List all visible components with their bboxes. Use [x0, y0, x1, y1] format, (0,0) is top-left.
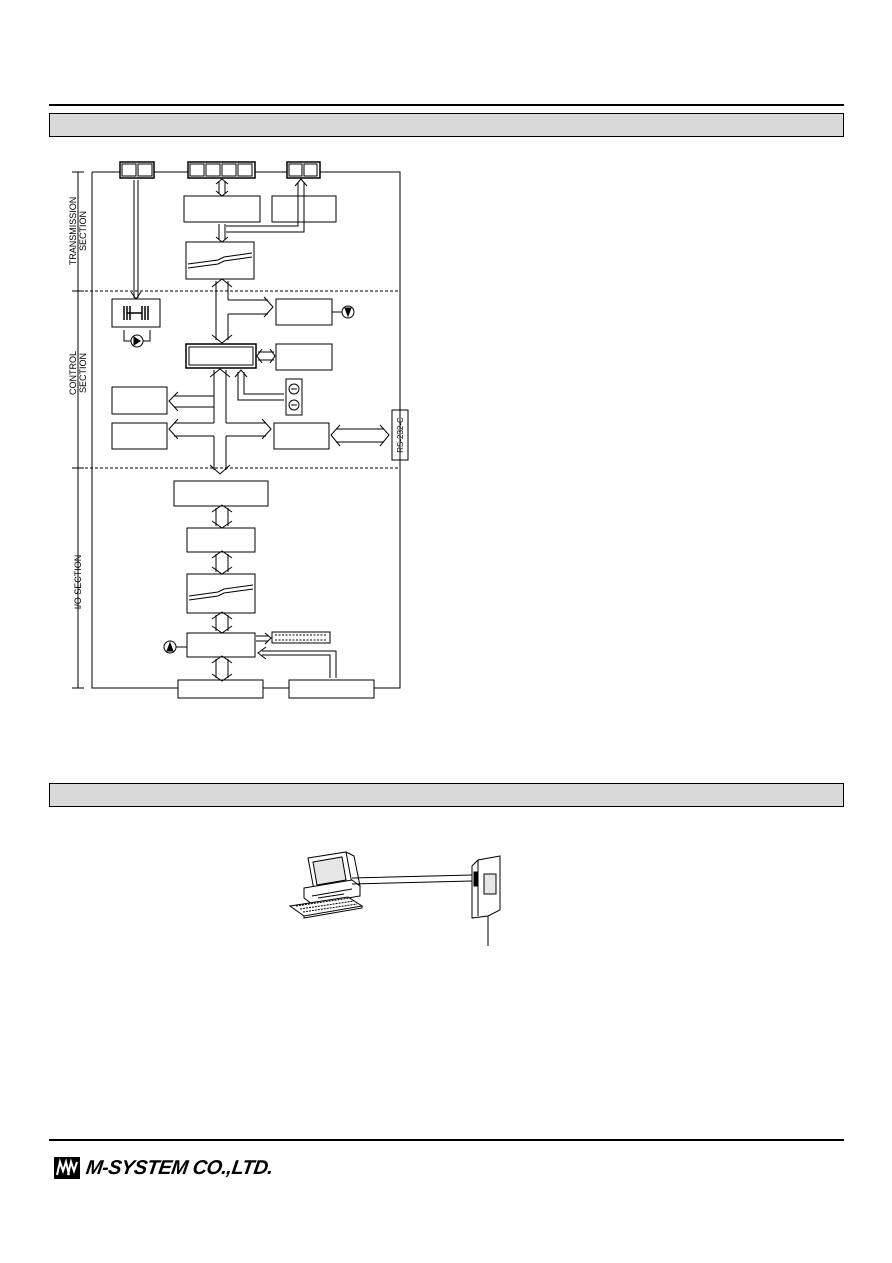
io-indicator-strip: [271, 631, 331, 644]
rs232c-connector: [391, 409, 409, 461]
memory-block: [275, 343, 333, 371]
section-label-control-1: CONTROL: [68, 351, 78, 395]
section-header-bar-block-diagram: [49, 113, 844, 137]
control-block-left-2: [111, 422, 168, 450]
company-logo: M-SYSTEM CO.,LTD.: [54, 1155, 275, 1181]
terminal-group-right: [286, 161, 321, 179]
cpu-block: [185, 343, 257, 369]
io-terminal-right: [288, 679, 375, 699]
section-header-bar-connection: [49, 783, 844, 807]
section-label-control-2: SECTION: [78, 353, 88, 393]
footer-rule: [49, 1139, 844, 1141]
io-terminal-left: [177, 679, 264, 699]
section-label-transmission-2: SECTION: [78, 211, 88, 251]
isolation-block-top: [185, 241, 255, 280]
power-supply-block: [111, 298, 161, 328]
terminal-group-center: [187, 161, 256, 179]
terminal-group-left: [119, 161, 155, 179]
section-label-io: I/O SECTION: [73, 555, 83, 610]
rs232c-label: RS-232-C: [396, 417, 405, 453]
company-name: M-SYSTEM CO.,LTD.: [84, 1156, 275, 1179]
rs232-interface-block: [273, 422, 330, 450]
communication-cable: [351, 874, 473, 885]
company-logo-mark-icon: [54, 1157, 80, 1179]
section-label-transmission-1: TRANSMISSION: [68, 197, 78, 266]
outer-frame: [91, 171, 401, 689]
control-block-left-1: [111, 386, 168, 415]
header-rule: [49, 104, 844, 106]
rotary-switch-panel: [285, 378, 303, 416]
